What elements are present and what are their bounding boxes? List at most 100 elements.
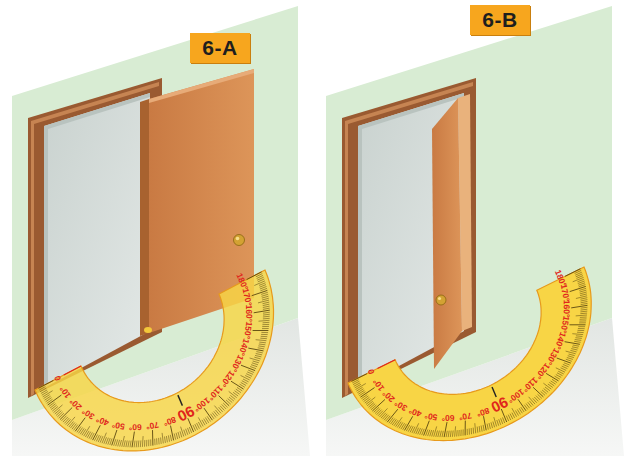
figure-label: 6-B <box>482 8 517 32</box>
tick-mark <box>387 409 398 422</box>
tick-mark <box>465 421 466 436</box>
tick-mark <box>497 420 499 426</box>
tick-mark <box>471 428 472 434</box>
door-b <box>432 94 472 369</box>
tick-mark <box>110 439 112 446</box>
tick-mark <box>424 421 430 436</box>
tick-mark <box>575 337 582 339</box>
tick-mark <box>508 415 511 420</box>
tick-mark <box>580 313 587 315</box>
tick-mark <box>434 426 437 436</box>
tick-mark <box>372 400 385 412</box>
tick-mark <box>477 427 479 433</box>
tick-mark <box>162 433 163 444</box>
tick-mark <box>248 370 254 372</box>
tick-mark <box>442 431 443 437</box>
tick-mark <box>148 440 149 447</box>
tick-mark <box>567 358 573 360</box>
tick-mark <box>484 416 487 430</box>
tick-mark <box>122 436 125 447</box>
tick-mark <box>85 431 89 437</box>
tick-mark <box>120 440 122 447</box>
tick-mark <box>134 441 136 448</box>
tick-mark <box>367 401 373 406</box>
zero-mark <box>64 366 81 375</box>
tick-mark <box>72 424 76 430</box>
tick-mark <box>93 425 101 440</box>
tick-mark <box>158 438 160 445</box>
tick-mark <box>263 306 270 307</box>
tick-mark <box>247 272 262 280</box>
tick-mark <box>144 440 145 447</box>
tick-mark <box>452 431 454 437</box>
tick-mark <box>51 405 57 410</box>
tick-mark <box>579 320 586 321</box>
tick-mark <box>184 430 186 436</box>
hinge-pin <box>144 327 152 333</box>
tick-mark <box>516 411 519 416</box>
tick-mark <box>250 358 260 361</box>
degree-label: 60° <box>129 423 142 432</box>
tick-mark <box>381 413 386 418</box>
tick-mark <box>493 422 495 428</box>
tick-mark <box>401 423 405 429</box>
tick-mark <box>364 397 370 401</box>
tick-mark <box>152 430 153 446</box>
tick-mark <box>580 298 587 300</box>
tick-mark <box>181 427 184 437</box>
tick-mark <box>150 439 151 446</box>
tick-mark <box>66 419 71 424</box>
tick-mark <box>391 419 395 425</box>
tick-mark <box>563 364 569 366</box>
tick-mark <box>260 338 267 340</box>
tick-mark <box>156 438 157 445</box>
tick-mark <box>254 357 260 359</box>
tick-mark <box>256 354 262 355</box>
tick-mark <box>52 407 58 412</box>
tick-mark <box>356 387 362 391</box>
tick-mark <box>262 294 269 296</box>
tick-mark <box>261 334 268 335</box>
tick-mark <box>436 431 438 437</box>
tick-mark <box>455 426 456 436</box>
tick-mark <box>128 441 129 448</box>
tick-mark <box>80 428 84 434</box>
tick-mark <box>440 431 442 437</box>
tick-mark <box>487 424 488 430</box>
tick-mark <box>570 324 586 325</box>
tick-mark <box>460 430 461 436</box>
tick-mark <box>570 350 576 352</box>
tick-mark <box>241 365 255 370</box>
tick-mark <box>60 408 72 420</box>
tick-mark <box>79 428 83 434</box>
tick-mark <box>219 396 230 406</box>
tick-mark <box>41 390 47 394</box>
tick-mark <box>248 348 263 351</box>
tick-mark <box>204 408 212 420</box>
tick-mark <box>506 416 508 421</box>
tick-mark <box>565 342 580 345</box>
tick-mark <box>576 335 583 337</box>
tick-mark <box>160 438 162 444</box>
tick-mark <box>369 403 375 408</box>
tick-mark <box>562 366 568 369</box>
tick-mark <box>245 376 251 379</box>
protractor-a <box>35 270 274 451</box>
tick-mark <box>581 303 588 304</box>
door-frame <box>342 78 476 398</box>
tick-mark <box>45 396 51 400</box>
tick-mark <box>258 345 265 347</box>
tick-mark <box>392 419 396 425</box>
tick-mark <box>501 418 503 424</box>
door-top-edge <box>149 69 254 103</box>
tick-mark <box>573 277 584 281</box>
tick-mark <box>456 430 458 436</box>
tick-mark <box>253 361 259 363</box>
tick-mark <box>581 300 588 301</box>
tick-mark <box>69 422 74 428</box>
tick-mark <box>420 429 423 435</box>
tick-mark <box>558 371 564 374</box>
tick-mark <box>195 424 198 430</box>
